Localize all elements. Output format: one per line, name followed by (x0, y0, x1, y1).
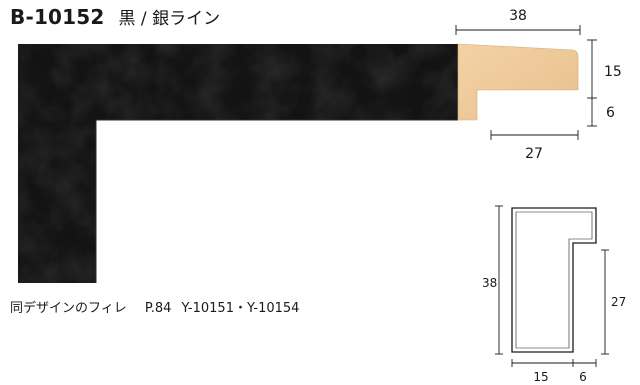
dimension-width-lower-label: 27 (525, 146, 543, 162)
section-dimension-width-left-label: 15 (533, 370, 548, 384)
product-name: 黒 / 銀ライン (118, 9, 221, 29)
section-dimension-height-total-label: 38 (482, 276, 497, 290)
wood-profile-endcut (457, 43, 579, 121)
section-dimension-width-bottom (511, 359, 597, 367)
dimension-height-top-label: 15 (604, 64, 622, 80)
dimension-height-step-label: 6 (606, 105, 615, 121)
related-page-ref: P.84 (144, 301, 172, 316)
related-designs-note: 同デザインのフィレ P.84 Y-10151・Y-10154 (10, 297, 299, 316)
product-title: B-10152 黒 / 銀ライン (10, 4, 220, 29)
product-code: B-10152 (10, 5, 105, 29)
cross-section-inner-line (515, 211, 593, 349)
dimension-width-lower (490, 130, 579, 140)
frame-texture (18, 44, 458, 283)
section-dimension-height-right-label: 27 (611, 295, 626, 309)
section-dimension-height-total (495, 205, 503, 355)
section-dimension-height-right (601, 249, 609, 355)
section-dimension-width-step-label: 6 (579, 370, 587, 384)
cross-section-outline (511, 207, 597, 353)
dimension-width-total-label: 38 (509, 8, 527, 24)
related-designs-label: 同デザインのフィレ (10, 301, 127, 316)
dimension-width-total (455, 25, 581, 35)
frame-corner-sample (18, 44, 458, 283)
dimension-height-right (587, 39, 597, 127)
related-models: Y-10151・Y-10154 (181, 301, 300, 316)
